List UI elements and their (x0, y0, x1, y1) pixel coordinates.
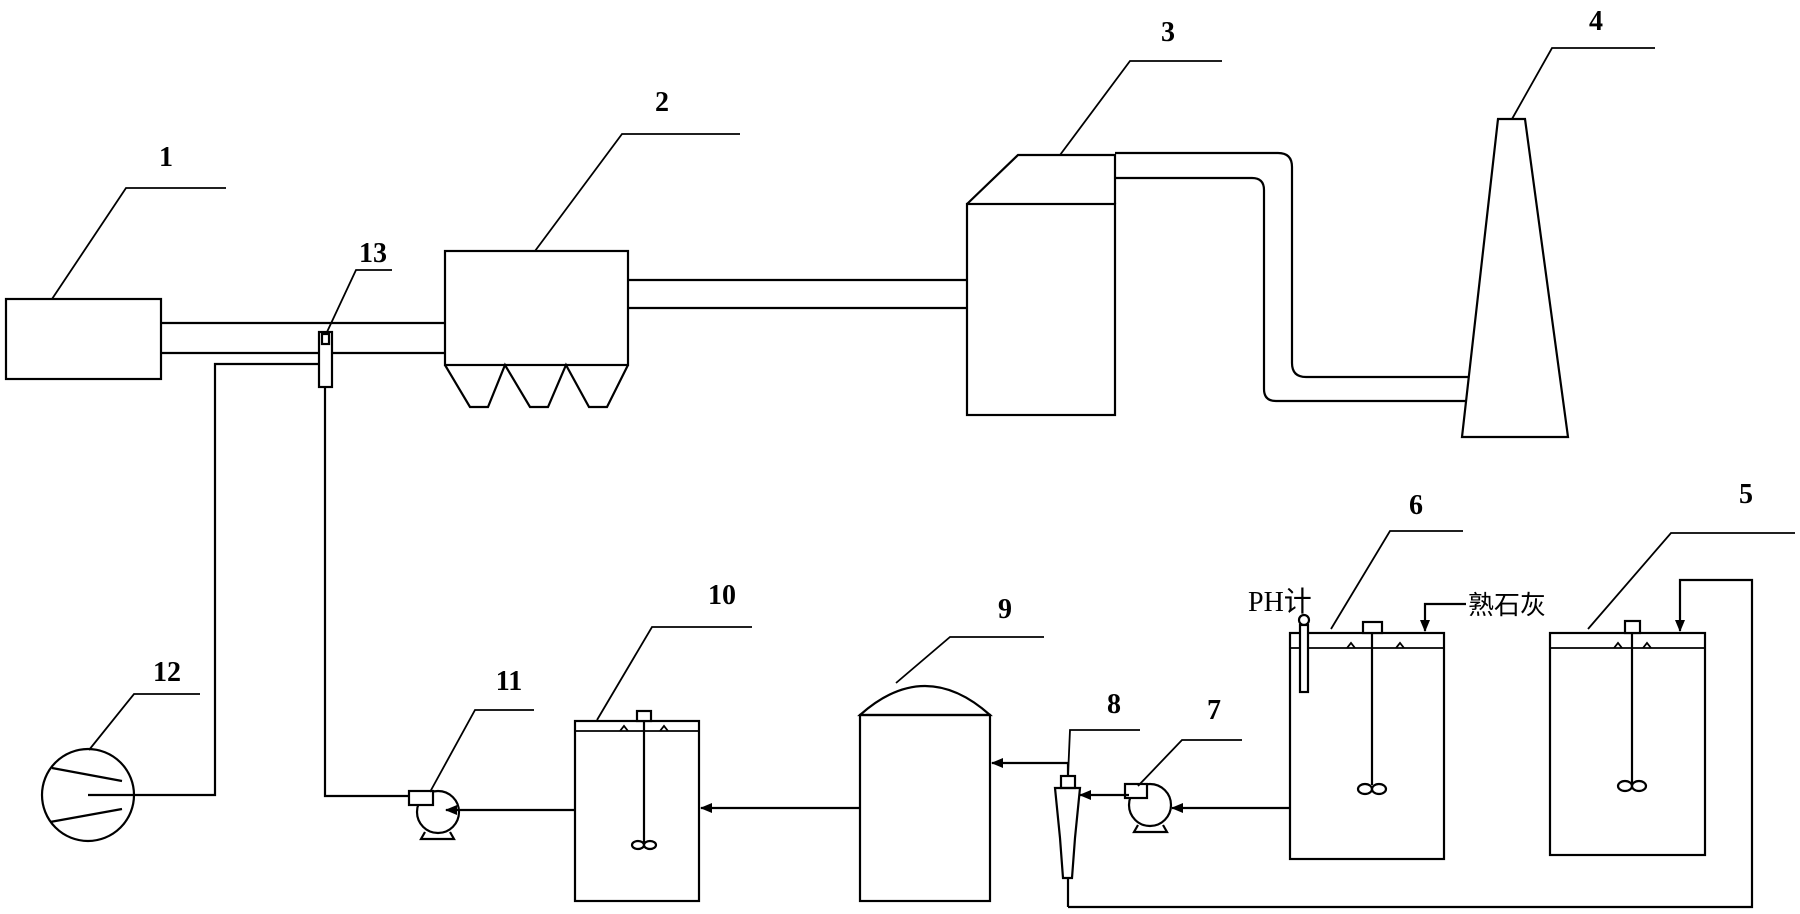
duct-3-to-4 (1115, 151, 1474, 403)
label-5: 5 (1739, 479, 1753, 510)
unit-2-dust-collector (443, 249, 630, 409)
unit-9-vessel (857, 685, 993, 903)
slaked-lime-label: 熟石灰 (1468, 591, 1546, 621)
label-11: 11 (496, 666, 522, 697)
label-3: 3 (1161, 17, 1175, 48)
duct-1-to-2 (161, 321, 445, 355)
unit-1-box (4, 297, 163, 381)
unit-8-hydrocyclone (1053, 774, 1082, 907)
label-2: 2 (655, 87, 669, 118)
label-9: 9 (998, 594, 1012, 625)
underflow-8-to-5 (1068, 578, 1754, 909)
label-6: 6 (1409, 490, 1423, 521)
unit-11-pump (407, 789, 461, 841)
unit-7-pump (1123, 782, 1173, 834)
unit-6-tank (1288, 620, 1446, 861)
label-12: 12 (153, 657, 181, 688)
unit-13-injector (317, 330, 334, 394)
label-8: 8 (1107, 689, 1121, 720)
unit-3-tower (965, 153, 1117, 417)
duct-2-to-3 (628, 278, 967, 310)
flow-11-to-13 (323, 387, 409, 798)
air-line-12-to-13 (88, 362, 320, 797)
callout-leader-lines (51, 47, 1795, 793)
flow-8-to-9 (991, 758, 1070, 776)
label-7: 7 (1207, 695, 1221, 726)
label-1: 1 (159, 142, 173, 173)
ph-meter-label: PH计 (1248, 586, 1312, 618)
unit-4-chimney (1460, 117, 1570, 439)
label-10: 10 (708, 580, 736, 611)
label-13: 13 (359, 238, 387, 269)
label-4: 4 (1589, 6, 1603, 37)
unit-10-tank (573, 709, 701, 903)
unit-5-tank (1548, 619, 1707, 857)
ph-meter-probe (1297, 613, 1311, 694)
slaked-lime-feed (1420, 602, 1466, 632)
